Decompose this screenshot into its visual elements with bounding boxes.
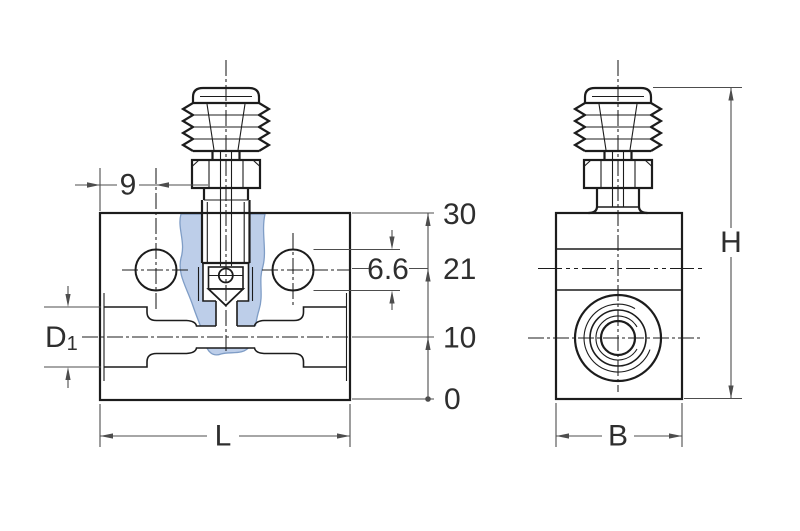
dim-label-length: L — [215, 420, 232, 453]
front-view: 9 D1 6.6 30 21 10 0 — [44, 60, 476, 453]
dim-label-9: 9 — [120, 169, 137, 202]
dim-label-hole-dia: 6.6 — [367, 253, 409, 286]
dim-label-height: H — [720, 226, 742, 259]
cavity-bore-walls — [197, 267, 254, 301]
dim-label-port-dia: D1 — [45, 321, 78, 356]
ordinate-dimensions: 30 21 10 0 — [352, 198, 476, 416]
thread-arc-inner — [595, 315, 638, 361]
mounting-hole-edges-side — [556, 248, 682, 291]
dim-label-21: 21 — [443, 253, 476, 286]
side-view: H B — [528, 60, 742, 453]
dim-d1: D1 — [44, 286, 101, 388]
dim-label-0: 0 — [444, 383, 461, 416]
thread-arc-outer — [583, 303, 651, 373]
dim-9: 9 — [75, 168, 208, 211]
dim-length: L — [99, 404, 351, 453]
dim-label-10: 10 — [443, 322, 476, 355]
centerlines-side — [528, 60, 700, 392]
centerlines-front — [82, 60, 350, 352]
dim-label-width: B — [608, 420, 628, 453]
dim-width: B — [555, 403, 683, 453]
dim-hole-diameter: 6.6 — [313, 230, 409, 310]
dim-height: H — [653, 86, 742, 400]
dim-label-30: 30 — [443, 198, 476, 231]
